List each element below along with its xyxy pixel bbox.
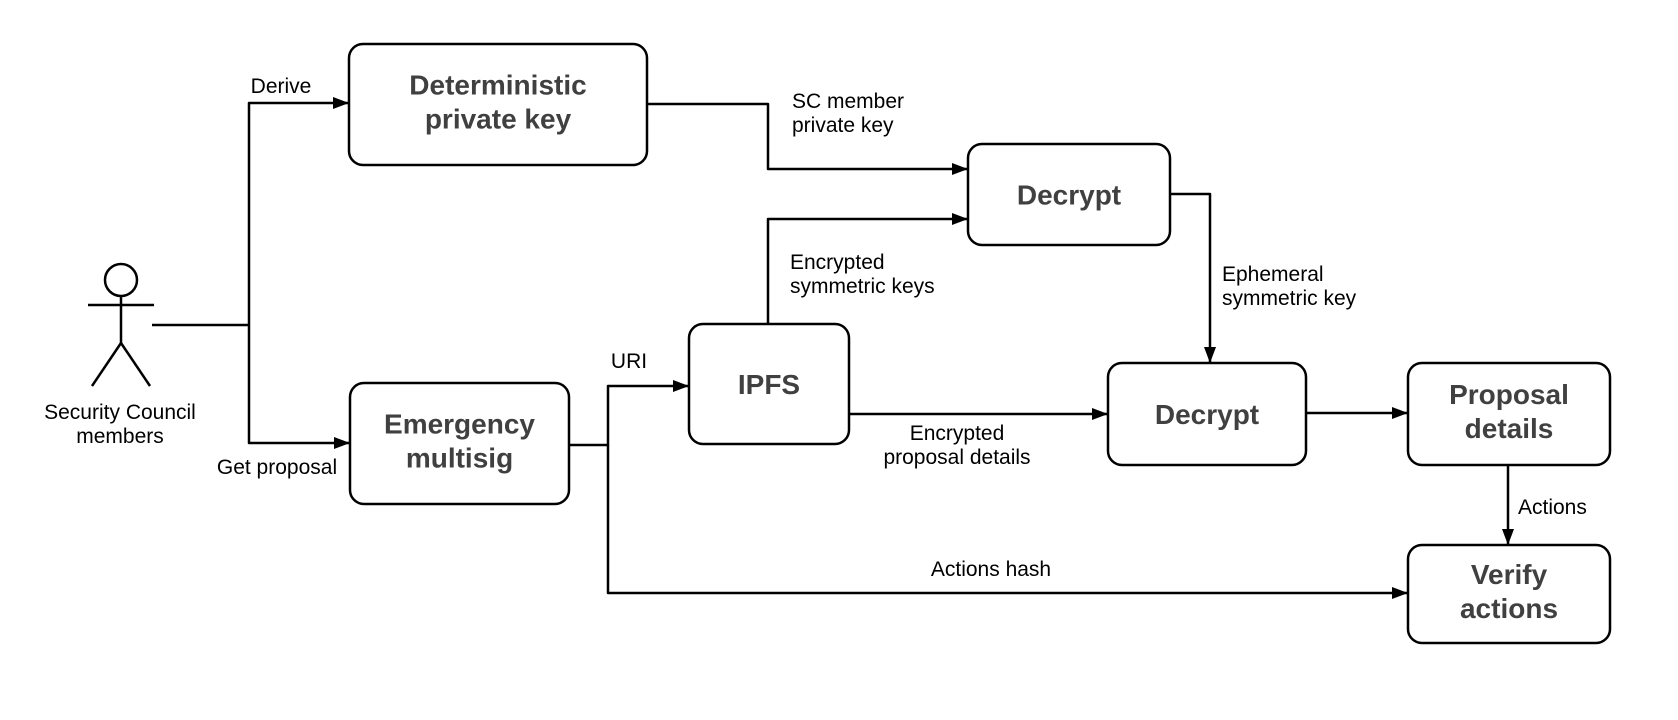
actions-hash-edge bbox=[606, 445, 1408, 599]
encrypted-symmetric-keys-edge bbox=[766, 213, 968, 324]
derive-edge bbox=[247, 97, 349, 325]
node-decrypt-2-label: Decrypt bbox=[1155, 399, 1259, 430]
node-ipfs-box bbox=[687, 322, 851, 446]
person-right-leg bbox=[119, 342, 152, 387]
node-verify-actions-box bbox=[1406, 543, 1612, 645]
get-proposal-label: Get proposal bbox=[217, 456, 337, 479]
node-proposal-details-box bbox=[1406, 361, 1612, 467]
actions-label: Actions bbox=[1518, 496, 1587, 519]
node-ipfs-label: IPFS bbox=[738, 369, 800, 400]
person-left-leg bbox=[90, 342, 123, 387]
node-ipfs: IPFS bbox=[687, 322, 851, 446]
edges-layer bbox=[152, 97, 1514, 599]
sc-member-private-key-edge bbox=[647, 102, 968, 175]
ephemeral-symmetric-key-edge bbox=[1170, 192, 1216, 363]
node-decrypt-1: Decrypt bbox=[966, 142, 1172, 247]
node-decrypt-2: Decrypt bbox=[1106, 361, 1308, 467]
person-head bbox=[103, 262, 139, 298]
node-deterministic-private-key-box bbox=[347, 42, 649, 167]
node-decrypt-1-box bbox=[966, 142, 1172, 247]
actions-hash-label: Actions hash bbox=[931, 558, 1051, 581]
person-icon bbox=[88, 262, 154, 387]
node-emergency-multisig-box bbox=[348, 381, 571, 506]
get-proposal-edge bbox=[247, 325, 350, 449]
node-decrypt-1-label: Decrypt bbox=[1017, 180, 1121, 211]
node-decrypt-2-box bbox=[1106, 361, 1308, 467]
derive-label: Derive bbox=[251, 75, 312, 98]
uri-label: URI bbox=[611, 350, 647, 373]
uri-edge bbox=[569, 380, 689, 447]
